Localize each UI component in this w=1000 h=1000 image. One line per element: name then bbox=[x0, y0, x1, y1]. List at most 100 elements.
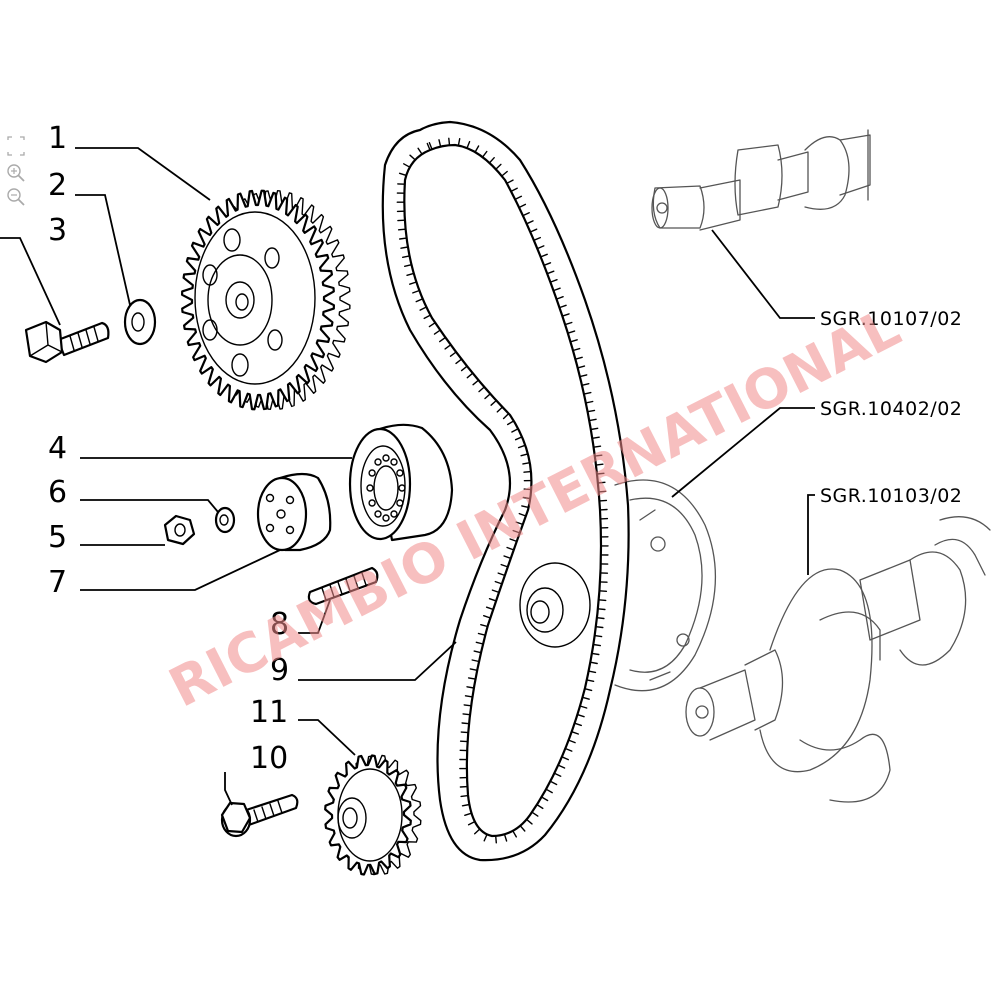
belt-tooth bbox=[567, 739, 576, 744]
belt-tooth bbox=[573, 722, 582, 727]
belt-tooth bbox=[512, 830, 517, 838]
belt-tooth bbox=[564, 321, 573, 326]
belt-tooth bbox=[480, 624, 489, 628]
belt-tooth bbox=[587, 670, 597, 674]
belt-tooth bbox=[520, 453, 529, 457]
belt-tooth bbox=[594, 634, 603, 638]
belt-tooth bbox=[522, 462, 531, 465]
belt-tooth bbox=[586, 409, 596, 413]
belt-tooth bbox=[591, 436, 600, 439]
belt-tooth bbox=[586, 679, 595, 682]
belt-tooth bbox=[503, 555, 512, 560]
crankshaft-pulley-hub bbox=[519, 562, 591, 648]
belt-tooth bbox=[595, 626, 604, 629]
belt-tooth bbox=[474, 828, 481, 835]
belt-tooth bbox=[525, 818, 533, 825]
belt-tooth bbox=[477, 632, 486, 636]
belt-tooth bbox=[555, 296, 564, 300]
belt-tooth bbox=[466, 372, 474, 379]
belt-tooth bbox=[529, 228, 538, 233]
belt-tooth bbox=[398, 172, 407, 177]
belt-tooth bbox=[507, 420, 515, 426]
belt-tooth bbox=[579, 705, 588, 709]
tensioner-roller-part-4 bbox=[348, 423, 454, 542]
belt-tooth bbox=[581, 696, 590, 700]
belt-tooth bbox=[478, 386, 485, 393]
belt-tooth bbox=[584, 688, 593, 692]
callout-10: 10 bbox=[250, 741, 288, 776]
belt-tooth bbox=[569, 339, 578, 343]
belt-tooth bbox=[557, 764, 566, 769]
belt-tooth bbox=[404, 264, 413, 267]
belt-tooth bbox=[466, 140, 471, 149]
belt-tooth bbox=[549, 279, 558, 283]
belt-tooth bbox=[461, 803, 471, 807]
belt-tooth bbox=[514, 436, 523, 441]
belt-tooth bbox=[433, 329, 441, 335]
callout-labels: 1 2 3 4 6 5 7 8 9 11 10 bbox=[48, 121, 289, 776]
belt-tooth bbox=[519, 825, 526, 832]
zoom-out-icon[interactable] bbox=[7, 188, 25, 206]
belt-tooth bbox=[490, 399, 497, 406]
belt-tooth bbox=[576, 713, 585, 718]
belt-tooth bbox=[466, 686, 475, 689]
belt-tooth bbox=[485, 606, 494, 611]
belt-tooth bbox=[543, 262, 552, 266]
leader-lines bbox=[0, 147, 815, 806]
belt-tooth bbox=[521, 505, 530, 509]
bearing-ball bbox=[390, 510, 398, 518]
belt-tooth bbox=[409, 154, 416, 161]
belt-tooth bbox=[438, 139, 442, 148]
bearing-ball bbox=[390, 458, 398, 466]
callout-8: 8 bbox=[270, 607, 289, 642]
bearing-ball bbox=[382, 454, 390, 462]
oil-pump-housing-illustration bbox=[614, 479, 717, 692]
callout-5: 5 bbox=[48, 520, 67, 555]
zoom-in-icon[interactable] bbox=[7, 164, 25, 182]
timing-belt bbox=[381, 120, 630, 862]
bolt-part-3 bbox=[24, 320, 110, 364]
belt-tooth bbox=[484, 393, 491, 400]
belt-tooth bbox=[546, 270, 555, 275]
belt-tooth bbox=[597, 481, 606, 484]
fit-screen-icon[interactable] bbox=[6, 136, 26, 156]
callout-4: 4 bbox=[48, 431, 67, 466]
crankshaft-gear-part-11 bbox=[324, 754, 422, 876]
belt-tooth bbox=[417, 147, 423, 155]
belt-tooth bbox=[463, 704, 472, 707]
belt-tooth bbox=[511, 428, 519, 433]
belt-tooth bbox=[588, 418, 597, 422]
callout-7: 7 bbox=[48, 565, 67, 600]
belt-tooth bbox=[596, 617, 605, 620]
belt-tooth bbox=[581, 383, 590, 386]
reference-codes: SGR.10107/02 SGR.10402/02 SGR.10103/02 bbox=[820, 308, 962, 507]
camshaft-illustration bbox=[651, 129, 871, 231]
belt-tooth bbox=[464, 695, 474, 698]
belt-tooth bbox=[471, 659, 480, 663]
washer-part-6 bbox=[214, 506, 236, 534]
belt-tooth bbox=[512, 529, 521, 534]
belt-tooth bbox=[497, 572, 506, 577]
belt-tooth bbox=[522, 496, 531, 500]
belt-tooth bbox=[495, 835, 497, 844]
belt-tooth bbox=[553, 772, 562, 777]
belt-tooth bbox=[467, 677, 477, 680]
belt-tooth bbox=[475, 641, 484, 645]
belt-tooth bbox=[469, 668, 478, 671]
belt-tooth bbox=[523, 488, 532, 491]
belt-tooth bbox=[567, 330, 576, 334]
belt-tooth bbox=[483, 833, 488, 842]
bearing-ball bbox=[398, 484, 406, 492]
bearing-ball bbox=[382, 514, 390, 522]
belt-tooth bbox=[510, 187, 518, 193]
stud-part-8 bbox=[307, 566, 379, 606]
belt-tooth bbox=[460, 731, 469, 734]
belt-tooth bbox=[518, 203, 527, 209]
belt-tooth bbox=[473, 650, 482, 654]
belt-tooth bbox=[461, 722, 470, 725]
belt-tooth bbox=[540, 796, 549, 802]
belt-tooth bbox=[598, 599, 607, 602]
ref-camshaft: SGR.10107/02 bbox=[820, 308, 962, 330]
belt-tooth bbox=[598, 499, 608, 502]
belt-tooth bbox=[536, 245, 545, 250]
